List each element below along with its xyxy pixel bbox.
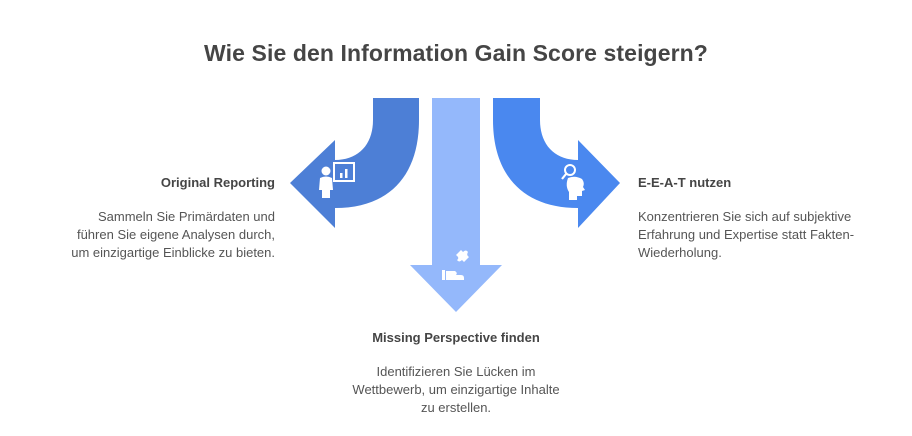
center-down-arrow: [410, 98, 502, 312]
right-curved-arrow: [493, 98, 620, 228]
description-line: Wiederholung.: [638, 245, 722, 260]
diagram-title: Wie Sie den Information Gain Score steig…: [204, 40, 708, 66]
presenter-chart-icon: [319, 162, 355, 198]
hand-puzzle-icon: [442, 250, 469, 280]
eeat-block: E-E-A-T nutzen Konzentrieren Sie sich au…: [638, 175, 908, 262]
description-line: führen Sie eigene Analysen durch,: [76, 227, 275, 242]
description-line: um einzigartige Einblicke zu bieten.: [71, 245, 275, 260]
missing-perspective-block: Missing Perspective finden Identifiziere…: [316, 330, 596, 417]
description-line: Konzentrieren Sie sich auf subjektive: [638, 209, 852, 224]
original-reporting-block: Original Reporting Sammeln Sie Primärdat…: [40, 175, 275, 262]
eeat-heading: E-E-A-T nutzen: [638, 175, 732, 190]
description-line: Identifizieren Sie Lücken im: [376, 364, 536, 379]
description-line: Erfahrung und Expertise statt Fakten-: [638, 227, 855, 242]
original-reporting-description: Sammeln Sie Primärdaten und führen Sie e…: [40, 208, 275, 262]
missing-perspective-heading: Missing Perspective finden: [372, 330, 540, 345]
description-line: Wettbewerb, um einzigartige Inhalte: [352, 382, 560, 397]
description-line: Sammeln Sie Primärdaten und: [97, 209, 275, 224]
original-reporting-heading: Original Reporting: [160, 175, 275, 190]
missing-perspective-description: Identifizieren Sie Lücken im Wettbewerb,…: [316, 363, 596, 417]
head-search-icon: [561, 164, 585, 200]
eeat-description: Konzentrieren Sie sich auf subjektive Er…: [638, 208, 908, 262]
description-line: zu erstellen.: [420, 400, 492, 415]
